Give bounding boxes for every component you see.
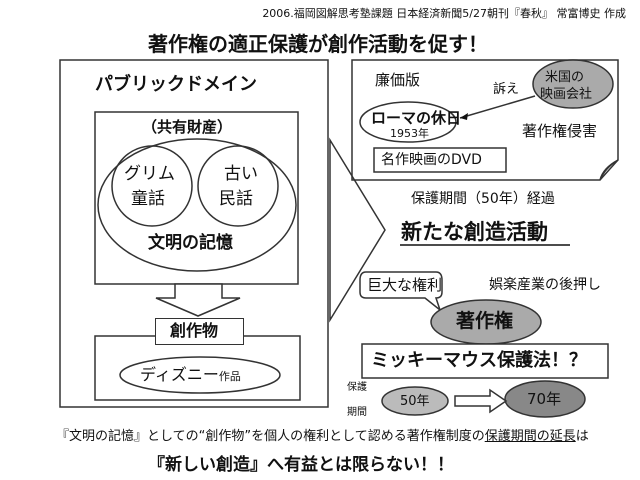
folk-line1: 古い	[224, 164, 258, 184]
elapsed-label: 保護期間（50年）経過	[411, 191, 555, 207]
public-domain-heading: パブリックドメイン	[95, 74, 257, 95]
footer-line2: 『新しい創造』へ有益とは限らない！！	[148, 455, 454, 475]
term-from: 50年	[400, 394, 430, 409]
shared-property-label: （共有財産）	[142, 118, 233, 136]
dvd-label: 名作映画のDVD	[381, 152, 482, 168]
mickey-label: ミッキーマウス保護法！？	[371, 350, 587, 371]
movie-ellipse	[359, 101, 457, 143]
mickey-box	[361, 343, 609, 379]
studio-line1: 米国の	[545, 70, 585, 85]
public-domain-box	[59, 59, 329, 408]
disney-label: ディズニー作品	[140, 367, 241, 383]
movie-title: ローマの休日	[371, 109, 462, 127]
term-to: 70年	[527, 390, 562, 408]
credit-text: 2006.福岡図解思考塾課題 日本経済新聞5/27朝刊『春秋』 常富博史 作成	[262, 7, 626, 20]
disney-suffix: 作品	[218, 370, 241, 383]
industry-label: 娯楽産業の後押し	[489, 277, 601, 293]
studio-ellipse	[532, 59, 614, 109]
grimm-circle	[111, 145, 193, 227]
memory-label: 文明の記憶	[148, 233, 233, 253]
shared-ellipse	[97, 138, 297, 272]
right-arrow	[329, 137, 386, 323]
disney-main: ディズニー	[140, 365, 219, 384]
footer-pre: 『文明の記憶』としての“創作物”を個人の権利として認める著作権制度の	[56, 429, 485, 444]
creation-label-box	[155, 318, 244, 345]
disney-ellipse	[119, 356, 281, 394]
term-label-1: 保護	[347, 382, 367, 393]
term-label-2: 期間	[347, 407, 367, 418]
footer-line1: 『文明の記憶』としての“創作物”を個人の権利として認める著作権制度の保護期間の延…	[56, 430, 589, 443]
infringement-label: 著作権侵害	[522, 122, 598, 140]
shared-property-box	[94, 111, 299, 285]
footer-post: は	[575, 429, 589, 444]
sue-label: 訴え	[493, 82, 520, 97]
copyright-label: 著作権	[456, 310, 514, 332]
new-creation-label: 新たな創造活動	[401, 220, 548, 244]
movie-year: 1953年	[390, 127, 429, 140]
folk-line2: 民話	[219, 189, 253, 209]
cheap-edition-label: 廉価版	[375, 71, 421, 89]
studio-line2: 映画会社	[540, 87, 593, 102]
folk-circle	[197, 145, 279, 227]
huge-right-label: 巨大な権利	[367, 276, 443, 294]
grimm-line1: グリム	[124, 164, 175, 184]
creation-label: 創作物	[170, 321, 219, 340]
dvd-box	[373, 147, 507, 173]
page-title: 著作権の適正保護が創作活動を促す！	[148, 32, 488, 56]
footer-underlined: 保護期間の延長	[484, 429, 576, 444]
down-arrow	[155, 283, 241, 317]
grimm-line2: 童話	[131, 189, 165, 209]
